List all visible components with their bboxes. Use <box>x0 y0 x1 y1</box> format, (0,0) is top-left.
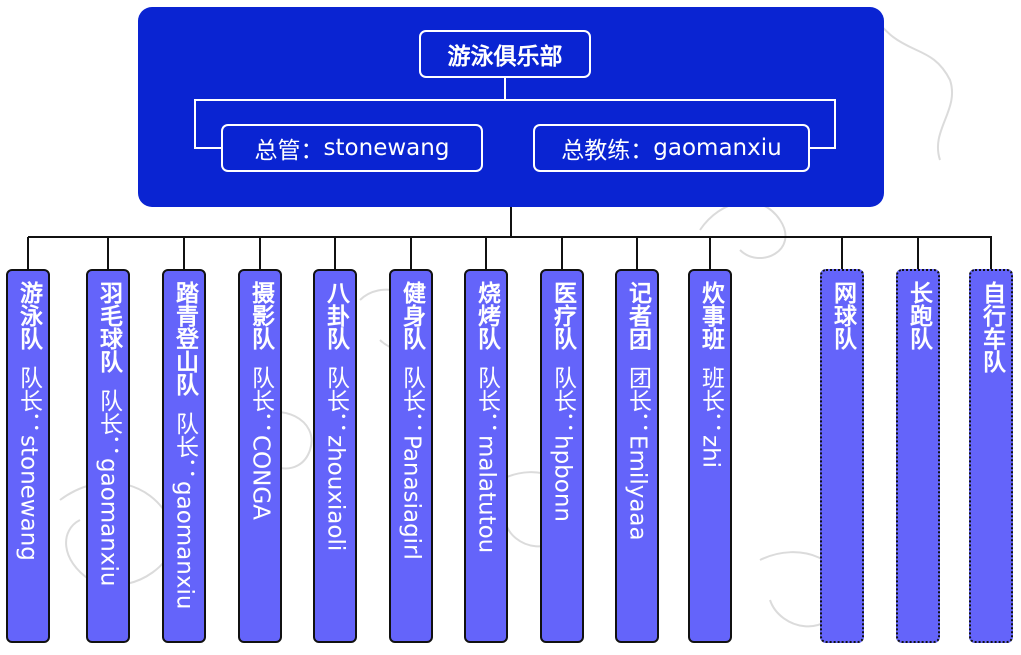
head-coach-box: 总教练：gaomanxiu <box>533 124 810 172</box>
team-box: 医疗队队长：hpbonn <box>540 269 584 643</box>
team-leader-sep: ： <box>171 458 198 481</box>
team-leader-role: 班长 <box>697 366 724 412</box>
team-leader-sep: ： <box>398 412 425 435</box>
coach-name: gaomanxiu <box>653 135 782 161</box>
team-text: 自行车队 <box>978 281 1005 373</box>
team-box: 羽毛球队队长：gaomanxiu <box>86 269 130 643</box>
coach-sep: ： <box>630 138 654 164</box>
team-leader-role: 队长 <box>95 389 122 435</box>
team-name: 游泳队 <box>15 281 42 350</box>
manager-role: 总管 <box>254 138 301 164</box>
team-box: 健身队队长：Panasiagirl <box>389 269 433 643</box>
team-leader-name: malatutou <box>473 435 500 554</box>
team-leader-sep: ： <box>473 412 500 435</box>
team-text: 网球队 <box>829 281 856 350</box>
team-leader-name: CONGA <box>247 435 274 520</box>
team-text: 踏青登山队队长：gaomanxiu <box>171 281 198 610</box>
team-leader-name: zhouxiaoli <box>322 435 349 552</box>
club-panel <box>138 7 884 207</box>
team-box: 网球队 <box>820 269 864 643</box>
manager-name: stonewang <box>323 135 450 161</box>
team-leader-role: 团长 <box>624 366 651 412</box>
team-box: 自行车队 <box>969 269 1013 643</box>
team-leader-name: Emilyaaa <box>624 435 651 541</box>
team-drop-lines <box>27 237 992 269</box>
team-text: 摄影队队长：CONGA <box>247 281 274 520</box>
team-box: 炊事班班长：zhi <box>688 269 732 643</box>
team-name: 长跑队 <box>905 281 932 350</box>
team-name: 网球队 <box>829 281 856 350</box>
team-name: 健身队 <box>398 281 425 350</box>
team-name: 羽毛球队 <box>95 281 122 373</box>
team-box: 烧烤队队长：malatutou <box>464 269 508 643</box>
team-leader-role: 队长 <box>322 366 349 412</box>
manager-sep: ： <box>300 138 324 164</box>
team-box: 长跑队 <box>896 269 940 643</box>
team-name: 烧烤队 <box>473 281 500 350</box>
team-text: 烧烤队队长：malatutou <box>473 281 500 554</box>
team-name: 摄影队 <box>247 281 274 350</box>
team-name: 八卦队 <box>322 281 349 350</box>
club-name-label: 游泳俱乐部 <box>447 44 563 70</box>
team-leader-role: 队长 <box>398 366 425 412</box>
club-name-box: 游泳俱乐部 <box>419 30 591 78</box>
team-text: 医疗队队长：hpbonn <box>549 281 576 523</box>
team-text: 游泳队队长：stonewang <box>15 281 42 561</box>
team-leader-sep: ： <box>247 412 274 435</box>
team-leader-sep: ： <box>697 412 724 435</box>
team-box: 记者团团长：Emilyaaa <box>615 269 659 643</box>
team-name: 医疗队 <box>549 281 576 350</box>
team-name: 自行车队 <box>978 281 1005 373</box>
team-leader-name: stonewang <box>15 435 42 561</box>
team-text: 八卦队队长：zhouxiaoli <box>322 281 349 552</box>
team-leader-sep: ： <box>549 412 576 435</box>
team-text: 羽毛球队队长：gaomanxiu <box>95 281 122 587</box>
manager-box: 总管：stonewang <box>221 124 483 172</box>
team-box: 踏青登山队队长：gaomanxiu <box>162 269 206 643</box>
coach-role: 总教练 <box>561 138 631 164</box>
team-leader-sep: ： <box>95 435 122 458</box>
team-leader-role: 队长 <box>473 366 500 412</box>
team-leader-role: 队长 <box>549 366 576 412</box>
team-box: 八卦队队长：zhouxiaoli <box>313 269 357 643</box>
team-box: 摄影队队长：CONGA <box>238 269 282 643</box>
team-text: 长跑队 <box>905 281 932 350</box>
team-leader-role: 队长 <box>247 366 274 412</box>
team-leader-name: hpbonn <box>549 435 576 523</box>
team-leader-name: gaomanxiu <box>171 481 198 610</box>
team-text: 健身队队长：Panasiagirl <box>398 281 425 560</box>
team-leader-sep: ： <box>15 412 42 435</box>
team-leader-name: Panasiagirl <box>398 435 425 560</box>
team-leader-sep: ： <box>322 412 349 435</box>
team-name: 记者团 <box>624 281 651 350</box>
team-text: 记者团团长：Emilyaaa <box>624 281 651 541</box>
team-name: 炊事班 <box>697 281 724 350</box>
team-leader-sep: ： <box>624 412 651 435</box>
team-leader-name: zhi <box>697 435 724 469</box>
team-leader-role: 队长 <box>171 412 198 458</box>
team-text: 炊事班班长：zhi <box>697 281 724 469</box>
staff-bracket-line <box>194 99 836 149</box>
team-name: 踏青登山队 <box>171 281 198 396</box>
team-box: 游泳队队长：stonewang <box>6 269 50 643</box>
team-leader-name: gaomanxiu <box>95 458 122 587</box>
team-leader-role: 队长 <box>15 366 42 412</box>
